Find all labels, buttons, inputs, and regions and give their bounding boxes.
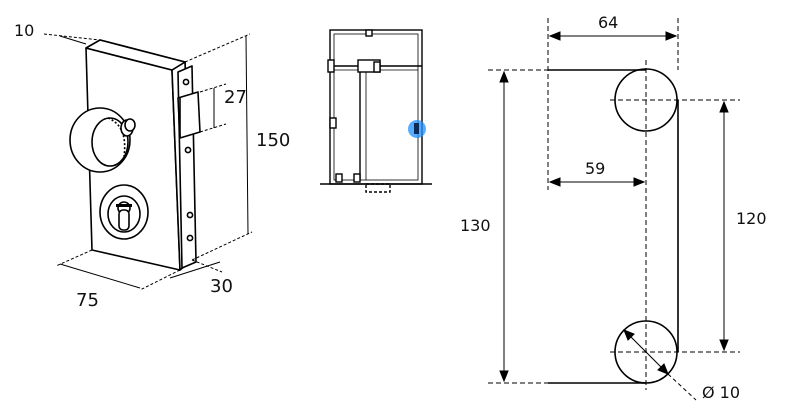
cylinder-icon	[99, 184, 149, 240]
screw-icon	[184, 146, 192, 154]
cross-section-drawing	[320, 29, 432, 193]
knob-icon	[69, 107, 134, 173]
dim-center-height-label: 120	[736, 209, 767, 228]
section-outer-frame	[329, 29, 423, 185]
screw-icon	[182, 78, 190, 86]
slot-drawing	[548, 68, 679, 384]
dim-hole-label: Ø 10	[702, 383, 740, 402]
screw-icon	[186, 211, 194, 219]
dim-top-label: 64	[598, 13, 618, 32]
screw-icon	[186, 234, 194, 242]
dim-outer-height-label: 130	[460, 216, 491, 235]
lock-body-drawing	[69, 39, 201, 271]
knob-button	[124, 118, 136, 132]
dim-thickness-label: 10	[14, 21, 34, 40]
dim-depth-label: 30	[210, 276, 233, 297]
latch-bolt	[177, 91, 201, 139]
dim-height-label: 150	[256, 130, 290, 151]
sensor-marker-icon	[408, 120, 426, 138]
left-dimension-lines	[43, 33, 253, 291]
dim-inner-label: 59	[585, 159, 605, 178]
dim-width-label: 75	[76, 290, 99, 311]
dim-bolt-label: 27	[224, 87, 247, 108]
slot-dimension-lines	[488, 18, 740, 401]
